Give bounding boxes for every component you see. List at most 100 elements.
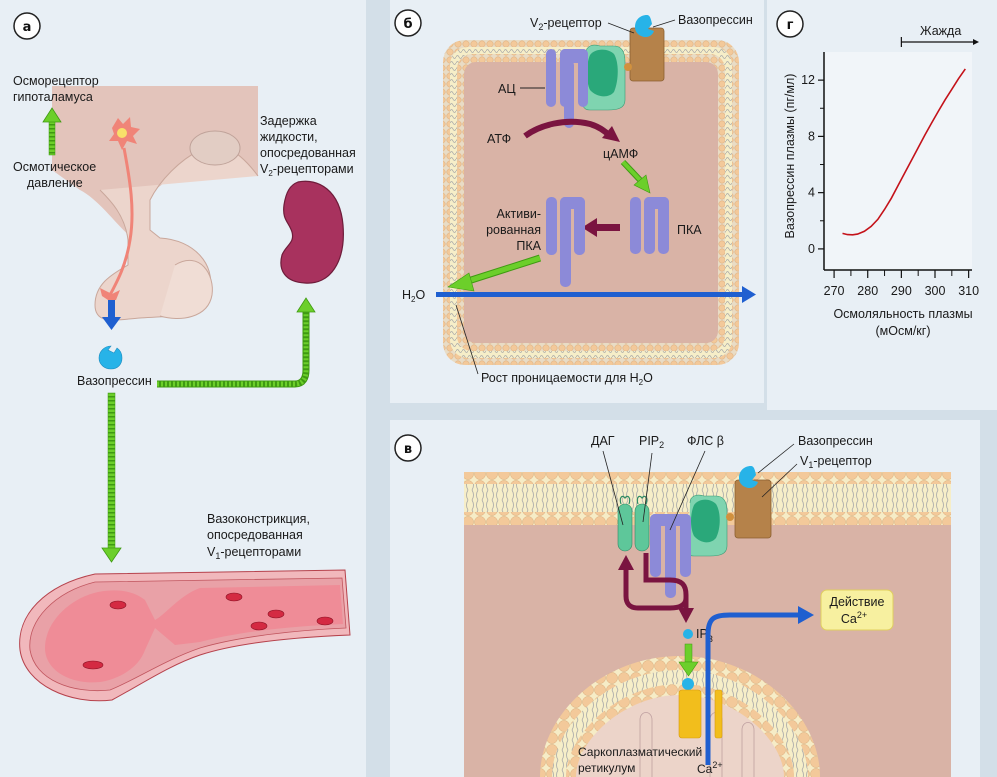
pip2-icon xyxy=(634,495,650,552)
to-kidney-arrow-icon xyxy=(157,297,316,388)
svg-text:б: б xyxy=(403,17,412,32)
svg-text:Действие: Действие xyxy=(830,595,885,609)
panel-b-svg: б АЦ АТФ цАМФ ПКА xyxy=(394,9,756,387)
dag-icon xyxy=(617,495,633,552)
hypothalamus-pituitary-illustration xyxy=(52,86,259,321)
ac-label: АЦ xyxy=(498,82,516,96)
vasopressin-label: Вазопрессин xyxy=(678,13,753,27)
osmotic-up-arrow-icon xyxy=(42,107,62,156)
camp-to-pka-arrow-icon xyxy=(620,159,651,194)
vasoconstriction-label-line3: V1-рецепторами xyxy=(207,545,301,561)
release-down-arrow-icon xyxy=(102,300,121,330)
osmotic-pressure-label-line1: Осмотическое xyxy=(13,160,96,174)
chart-axes xyxy=(823,52,972,271)
y-tick-label: 0 xyxy=(808,242,815,256)
calcium-action-box: Действие Ca2+ xyxy=(820,589,894,631)
ip3-receptor-channel-icon xyxy=(678,689,723,739)
blood-vessel-illustration xyxy=(19,569,351,702)
vasopressin-label: Вазопрессин xyxy=(798,434,873,448)
panel-v-v1-signaling: в xyxy=(390,420,980,777)
thirst-annotation: Жажда xyxy=(900,24,979,47)
svg-text:г: г xyxy=(787,18,794,33)
permeability-label: Рост проницаемости для H2O xyxy=(481,371,653,387)
panel-g-badge: г xyxy=(776,10,804,38)
vasopressin-molecule-icon xyxy=(98,345,123,370)
vasopressin-molecule-icon xyxy=(635,15,654,37)
plc-beta-icon xyxy=(650,514,691,598)
atp-label: АТФ xyxy=(487,132,511,146)
sr-label-line1: Саркоплазматический xyxy=(578,745,702,759)
retention-label-line4: V2-рецепторами xyxy=(260,162,354,178)
x-axis-label-line1: Осмоляльность плазмы xyxy=(833,307,972,321)
osmoreceptor-label-line2: гипоталамуса xyxy=(13,90,93,104)
pip2-label: PIP2 xyxy=(639,434,664,450)
pka-icon xyxy=(630,197,669,254)
svg-text:Ca2+: Ca2+ xyxy=(841,610,867,626)
vasopressin-molecule-icon xyxy=(739,466,758,488)
calcium-flow-arrow-icon xyxy=(705,606,814,765)
sr-label-line2: ретикулум xyxy=(578,761,635,775)
panel-v-badge: в xyxy=(394,434,422,462)
activated-pka-label-line1: Активи- xyxy=(497,207,541,221)
neuron-icon xyxy=(100,117,140,300)
activated-pka-label-line3: ПКА xyxy=(516,239,541,253)
pka-to-membrane-arrow-icon xyxy=(447,254,542,292)
vasopressin-curve xyxy=(842,68,966,236)
svg-text:в: в xyxy=(404,442,412,457)
atp-to-camp-arrow-icon xyxy=(523,118,613,139)
osmotic-pressure-label-line2: давление xyxy=(27,176,83,190)
retention-label-line2: жидкости, xyxy=(260,130,318,144)
osmoreceptor-label-line1: Осморецептор xyxy=(13,74,99,88)
x-axis-label-line2: (мОсм/кг) xyxy=(876,324,931,338)
v1-receptor-icon xyxy=(734,479,772,539)
y-tick-label: 12 xyxy=(801,73,815,87)
vasopressin-leader-line xyxy=(652,19,676,28)
y-tick-label: 4 xyxy=(808,186,815,200)
permeability-leader-line xyxy=(455,304,479,375)
panel-a-badge: а xyxy=(13,12,41,40)
panel-b-badge: б xyxy=(394,9,422,37)
v2-leader-line xyxy=(607,22,635,34)
panel-a-systemic: а Осморецептор гипоталамуса Осмотическое… xyxy=(0,0,366,777)
v2-receptor-label: V2-рецептор xyxy=(530,16,602,32)
activation-arrow-icon xyxy=(582,218,620,237)
pip2-leader-line xyxy=(642,452,653,523)
activated-pka-label-line2: рованная xyxy=(486,223,541,237)
g-protein-icon xyxy=(686,494,734,557)
x-tick-label: 300 xyxy=(925,284,946,298)
camp-label: цАМФ xyxy=(603,147,638,161)
plot-area xyxy=(824,52,972,270)
calcium-label: Ca2+ xyxy=(697,760,723,776)
vasopressin-leader-line xyxy=(757,443,795,474)
ip3-molecule-icon xyxy=(683,629,693,639)
vasoconstriction-label-line2: опосредованная xyxy=(207,528,303,542)
pka-label: ПКА xyxy=(677,223,702,237)
y-axis-label: Вазопрессин плазмы (пг/мл) xyxy=(783,74,797,239)
v1-receptor-label-full: V1-рецептор xyxy=(800,454,872,470)
activated-pka-icon xyxy=(546,197,585,287)
retention-label-line3: опосредованная xyxy=(260,146,356,160)
ip3-bound-icon xyxy=(682,678,694,690)
panel-v-svg: в xyxy=(394,434,951,777)
x-tick-label: 290 xyxy=(891,284,912,298)
retention-label-line1: Задержка xyxy=(260,114,317,128)
panel-b-v2-signaling: б АЦ АТФ цАМФ ПКА xyxy=(390,0,764,403)
thirst-label: Жажда xyxy=(920,24,961,38)
ip3-to-channel-arrow-icon xyxy=(678,643,699,677)
plc-leader-line xyxy=(669,450,706,531)
y-tick-label: 8 xyxy=(808,129,815,143)
panel-a-svg: а Осморецептор гипоталамуса Осмотическое… xyxy=(13,12,356,702)
thirst-arrow-head xyxy=(973,39,979,45)
plc-beta-label: ФЛС β xyxy=(687,434,724,448)
pip2-hydrolysis-arrow-icon xyxy=(618,553,694,623)
dag-leader-line xyxy=(602,450,624,526)
g-protein-icon xyxy=(582,44,632,111)
vasoconstriction-label-line1: Вазоконстрикция, xyxy=(207,512,310,526)
x-tick-label: 310 xyxy=(958,284,979,298)
x-tick-label: 270 xyxy=(824,284,845,298)
vasopressin-label: Вазопрессин xyxy=(77,374,152,388)
water-label: H2O xyxy=(402,288,425,304)
